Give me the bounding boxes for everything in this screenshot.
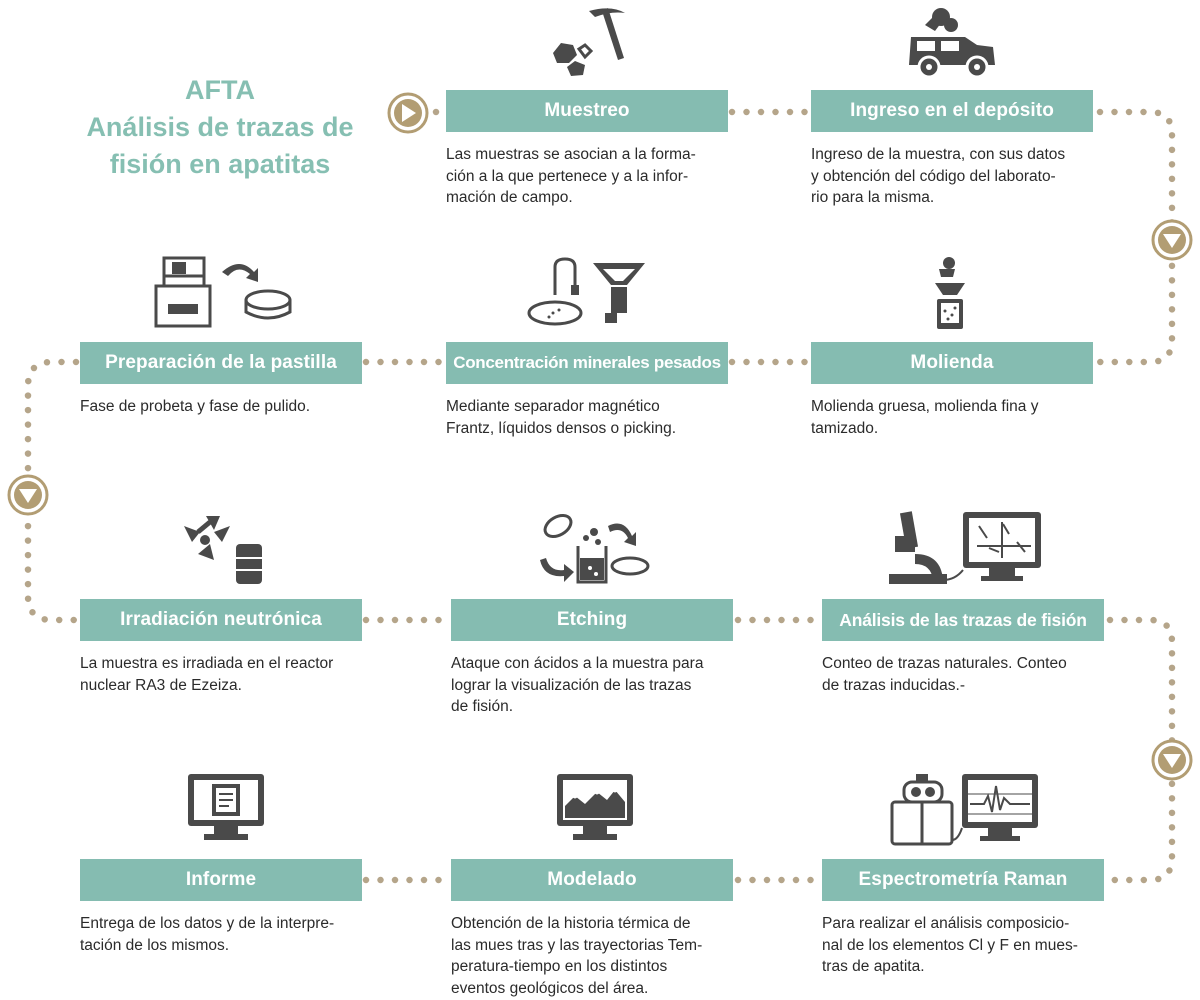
- step-molienda: Molienda Molienda gruesa, molienda fina …: [811, 342, 1093, 439]
- step-title: Preparación de la pastilla: [80, 342, 362, 384]
- start-arrow-icon: [387, 92, 429, 134]
- step-modelado: Modelado Obtención de la historia térmic…: [451, 859, 733, 999]
- desc-line: de fisión.: [451, 698, 514, 715]
- desc-line: y obtención del código del laborato-: [811, 167, 1056, 185]
- spectrometer-monitor-icon: [890, 774, 1038, 846]
- monitor-chart-icon: [557, 774, 633, 840]
- desc-line: peratura-tiempo en los distintos: [451, 958, 668, 975]
- title-line: AFTA: [185, 75, 255, 105]
- desc-line: mación de campo.: [446, 189, 573, 206]
- step-description: Entrega de los datos y de la interpre- t…: [80, 913, 362, 956]
- step-title: Molienda: [811, 342, 1093, 384]
- step-description: Las muestras se asocian a la forma- ción…: [446, 144, 728, 209]
- step-description: Ingreso de la muestra, con sus datos y o…: [811, 144, 1093, 209]
- desc-line: nal de los elementos Cl y F en mues-: [822, 936, 1078, 954]
- step-description: Conteo de trazas naturales. Conteo de tr…: [822, 653, 1104, 696]
- desc-line: Ataque con ácidos a la muestra para: [451, 655, 704, 672]
- desc-line: tras de apatita.: [822, 958, 925, 975]
- step-description: La muestra es irradiada en el reactor nu…: [80, 653, 362, 696]
- step-raman: Espectrometría Raman Para realizar el an…: [822, 859, 1104, 978]
- step-muestreo: Muestreo Las muestras se asocian a la fo…: [446, 90, 728, 209]
- step-description: Mediante separador magnético Frantz, líq…: [446, 396, 728, 439]
- dotted-connector: [24, 358, 80, 624]
- step-description: Molienda gruesa, molienda fina y tamizad…: [811, 396, 1093, 439]
- acid-beaker-icon: [540, 514, 650, 584]
- radiation-icon: [184, 516, 262, 584]
- down-arrow-icon: [1151, 739, 1193, 781]
- desc-line: Entrega de los datos y de la interpre-: [80, 915, 335, 932]
- step-title: Informe: [80, 859, 362, 901]
- step-ingreso: Ingreso en el depósito Ingreso de la mue…: [811, 90, 1093, 209]
- dotted-connector: [1106, 616, 1176, 884]
- step-informe: Informe Entrega de los datos y de la int…: [80, 859, 362, 956]
- title-line: Análisis de trazas de: [86, 112, 354, 142]
- step-title: Espectrometría Raman: [822, 859, 1104, 901]
- desc-line: tamizado.: [811, 419, 879, 437]
- desc-line: lograr la visualización de las trazas: [451, 676, 692, 694]
- desc-line: Las muestras se asocian a la forma-: [446, 146, 696, 163]
- step-title: Muestreo: [446, 90, 728, 132]
- step-title: Ingreso en el depósito: [811, 90, 1093, 132]
- down-arrow-icon: [1151, 219, 1193, 261]
- desc-line: nuclear RA3 de Ezeiza.: [80, 676, 242, 694]
- desc-line: Fase de probeta y fase de pulido.: [80, 398, 311, 415]
- step-description: Obtención de la historia térmica de las …: [451, 913, 733, 999]
- desc-line: Conteo de trazas naturales. Conteo: [822, 655, 1067, 672]
- step-title: Etching: [451, 599, 733, 641]
- desc-line: Molienda gruesa, molienda fina y: [811, 398, 1039, 415]
- step-description: Ataque con ácidos a la muestra para logr…: [451, 653, 733, 718]
- pickaxe-rocks-icon: [553, 8, 625, 76]
- polisher-pellet-icon: [154, 256, 292, 328]
- down-arrow-icon: [7, 474, 49, 516]
- desc-line: tación de los mismos.: [80, 936, 230, 954]
- desc-line: ción a la que pertenece y a la infor-: [446, 167, 689, 185]
- step-description: Fase de probeta y fase de pulido.: [80, 396, 362, 418]
- desc-line: las mues tras y las trayectorias Tem-: [451, 936, 703, 954]
- desc-line: eventos geológicos del área.: [451, 979, 649, 997]
- step-title: Modelado: [451, 859, 733, 901]
- title-line: fisión en apatitas: [109, 149, 331, 179]
- step-irradiacion: Irradiación neutrónica La muestra es irr…: [80, 599, 362, 696]
- step-title: Irradiación neutrónica: [80, 599, 362, 641]
- step-concentracion: Concentración minerales pesados Mediante…: [446, 342, 728, 439]
- desc-line: rio para la misma.: [811, 189, 935, 206]
- step-etching: Etching Ataque con ácidos a la muestra p…: [451, 599, 733, 718]
- step-title: Análisis de las trazas de fisión: [822, 599, 1104, 641]
- desc-line: Obtención de la historia térmica de: [451, 915, 691, 932]
- step-description: Para realizar el análisis composicio- na…: [822, 913, 1104, 978]
- microscope-monitor-icon: [889, 511, 1041, 584]
- separator-funnel-icon: [527, 257, 645, 326]
- diagram-title: AFTA Análisis de trazas de fisión en apa…: [70, 72, 370, 183]
- step-preparacion: Preparación de la pastilla Fase de probe…: [80, 342, 362, 418]
- desc-line: Frantz, líquidos densos o picking.: [446, 419, 677, 437]
- desc-line: de trazas inducidas.-: [822, 676, 966, 694]
- grinder-icon: [935, 257, 965, 329]
- monitor-report-icon: [188, 774, 264, 840]
- jeep-with-rocks-icon: [909, 8, 995, 78]
- desc-line: Ingreso de la muestra, con sus datos: [811, 146, 1066, 163]
- desc-line: Mediante separador magnético: [446, 398, 660, 415]
- step-analisis: Análisis de las trazas de fisión Conteo …: [822, 599, 1104, 696]
- step-title: Concentración minerales pesados: [446, 342, 728, 384]
- desc-line: Para realizar el análisis composicio-: [822, 915, 1070, 932]
- desc-line: La muestra es irradiada en el reactor: [80, 655, 334, 672]
